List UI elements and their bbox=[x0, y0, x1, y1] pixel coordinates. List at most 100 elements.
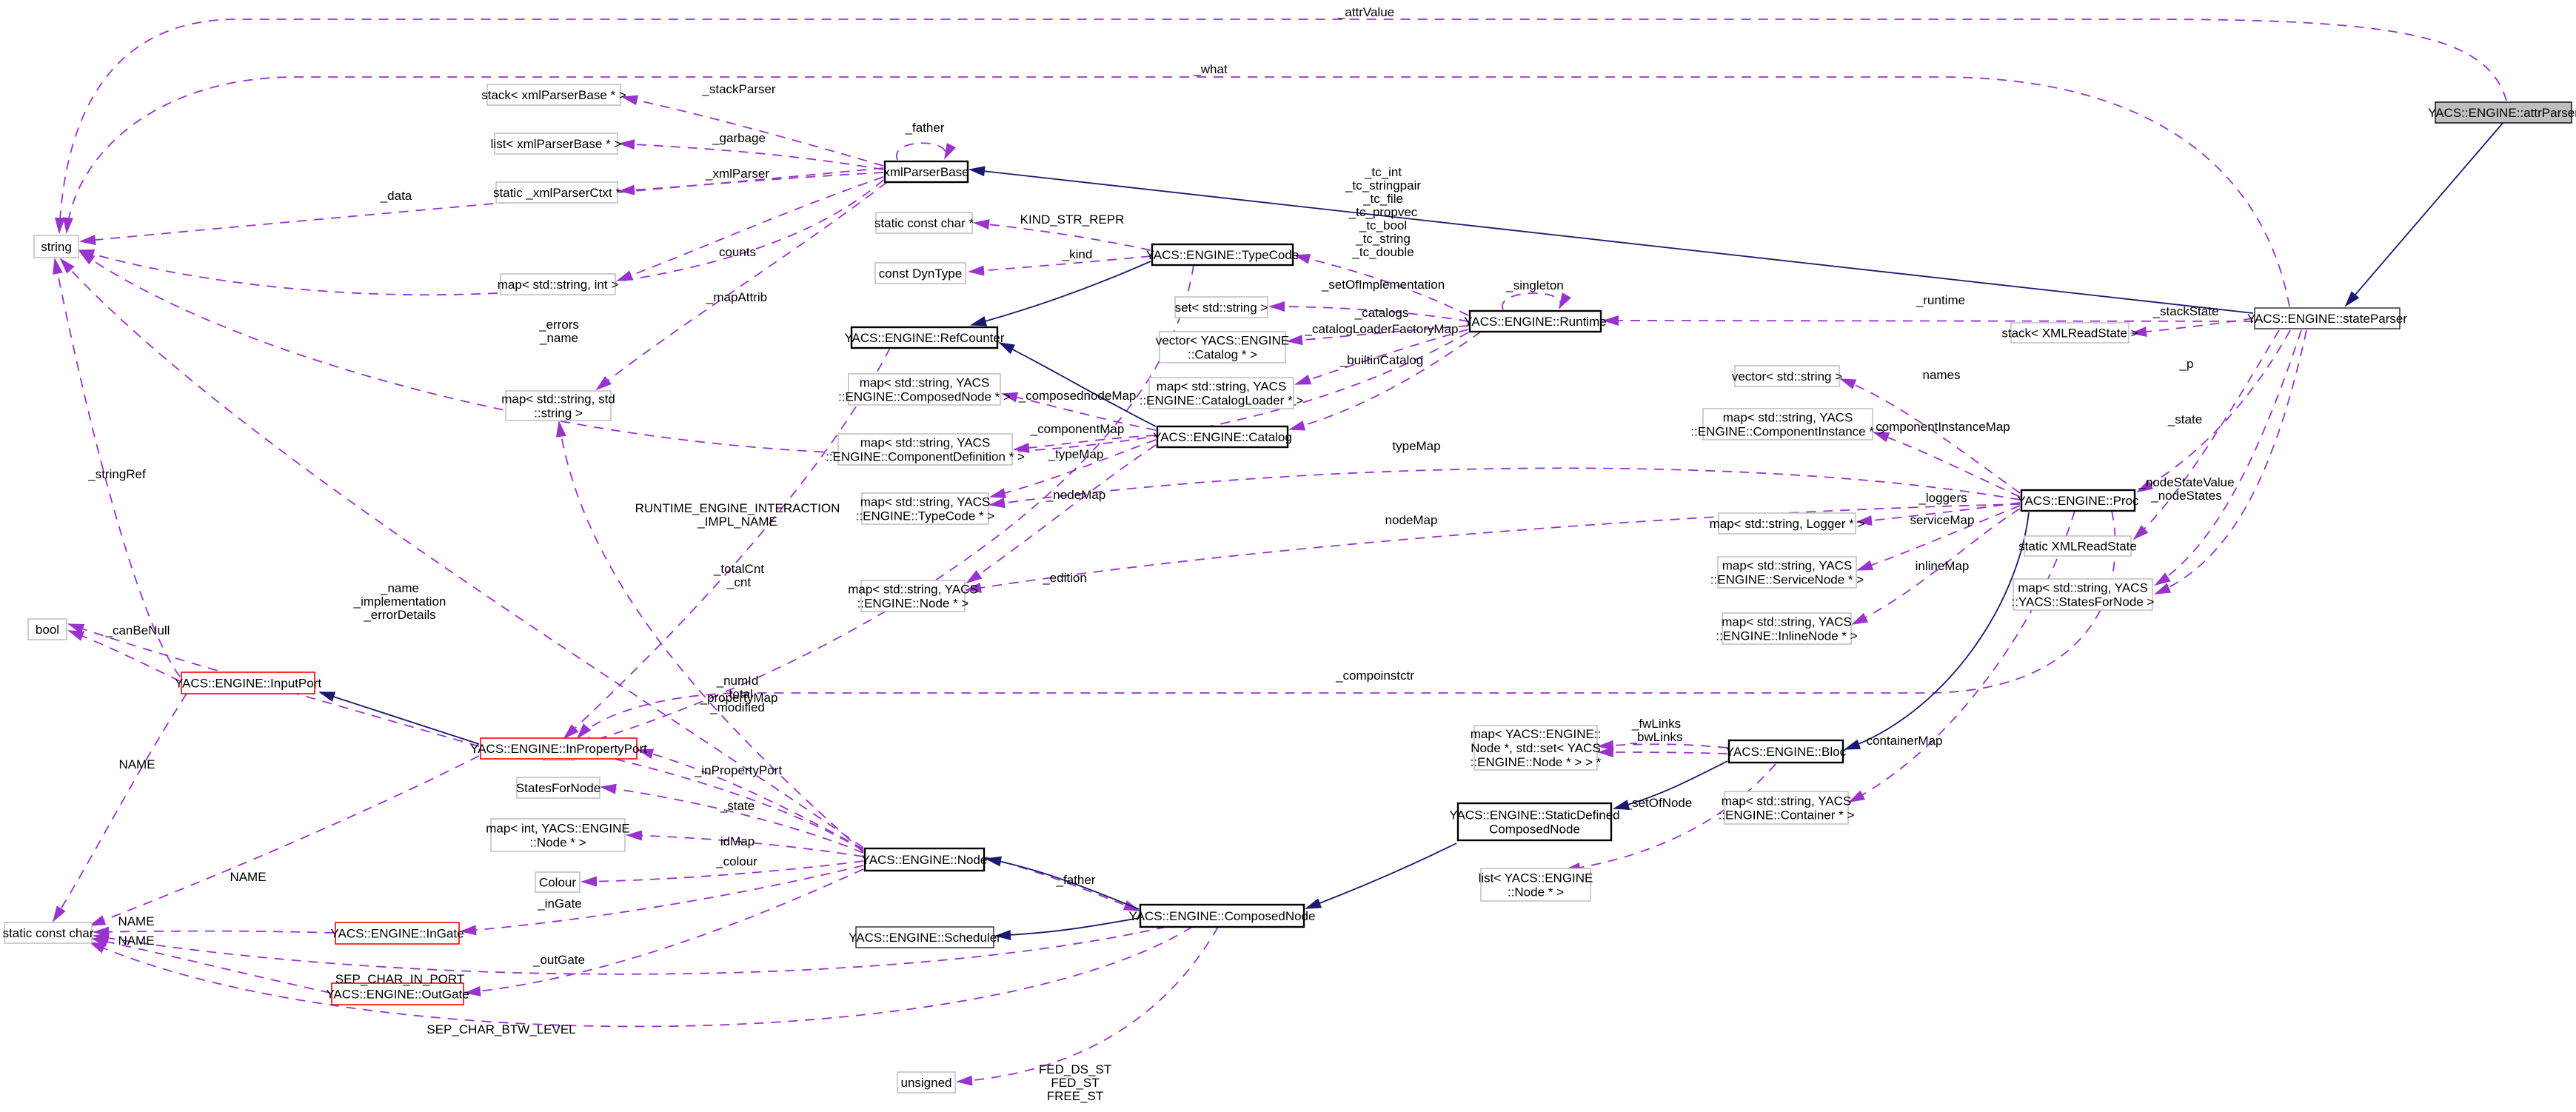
edge-catalog-mapnode bbox=[966, 444, 1157, 584]
class-box-catalog[interactable]: YACS::ENGINE::Catalog bbox=[1153, 425, 1292, 449]
edge-label-sep-char-btw-level: SEP_CHAR_BTW_LEVEL bbox=[426, 1022, 575, 1036]
edge-label-data: _data bbox=[380, 189, 412, 203]
edge-bloc-mapnodeset-fw bbox=[1597, 740, 1728, 751]
edges-layer bbox=[52, 19, 2507, 1086]
edge-label-componentinstancemap: componentInstanceMap bbox=[1876, 420, 2010, 434]
class-box-map-composednode-label: ::ENGINE::ComposedNode * > bbox=[838, 390, 1011, 404]
class-box-typecode[interactable]: YACS::ENGINE::TypeCode bbox=[1146, 243, 1299, 267]
edge-label-tc-group: _tc_bool bbox=[1359, 218, 1407, 232]
class-box-proc[interactable]: YACS::ENGINE::Proc bbox=[2017, 489, 2139, 512]
class-box-static-xmlreadstate-label: static XMLReadState bbox=[2018, 540, 2137, 554]
class-box-scheduler[interactable]: YACS::ENGINE::Scheduler bbox=[849, 926, 1001, 948]
class-box-map-catalogloader-label: map< std::string, YACS bbox=[1157, 380, 1287, 394]
class-box-set-string: set< std::string > bbox=[1174, 296, 1268, 318]
edge-runtime-typecode-tc bbox=[1294, 253, 1469, 316]
edge-catalog-mapcomponentdefinition bbox=[1013, 435, 1157, 453]
class-box-composednode[interactable]: YACS::ENGINE::ComposedNode bbox=[1129, 903, 1316, 928]
edge-composednode-unsigned-fed bbox=[956, 926, 1219, 1086]
class-box-outgate[interactable]: YACS::ENGINE::OutGate bbox=[326, 982, 469, 1005]
class-box-vector-string-label: vector< std::string > bbox=[1732, 369, 1842, 383]
class-box-map-componentinstance: map< std::string, YACS::ENGINE::Componen… bbox=[1690, 408, 1885, 441]
class-box-runtime[interactable]: YACS::ENGINE::Runtime bbox=[1464, 309, 1607, 333]
class-box-map-node-label: map< std::string, YACS bbox=[848, 583, 978, 597]
class-box-map-container-label: ::ENGINE::Container * > bbox=[1719, 808, 1855, 823]
class-box-node[interactable]: YACS::ENGINE::Node bbox=[862, 847, 988, 872]
class-box-map-catalogloader-label: ::ENGINE::CatalogLoader * > bbox=[1140, 394, 1304, 408]
class-box-stack-xmlparserbase-label: stack< xmlParserBase * > bbox=[481, 88, 626, 102]
class-box-attrparser[interactable]: YACS::ENGINE::attrParser bbox=[2428, 101, 2576, 124]
class-box-map-logger-label: map< std::string, Logger * > bbox=[1710, 517, 1865, 531]
edge-label-typemap-catalog: _typeMap bbox=[1048, 447, 1104, 461]
edge-ingate-staticconstchar bbox=[93, 926, 335, 937]
class-box-outgate-label: YACS::ENGINE::OutGate bbox=[326, 988, 469, 1002]
edge-inputport-bool-canbenull bbox=[67, 630, 181, 682]
edge-label-name-3: NAME bbox=[118, 914, 154, 928]
class-box-proc-label: YACS::ENGINE::Proc bbox=[2017, 494, 2139, 508]
edge-catalog-refcounter-inherit bbox=[998, 342, 1157, 427]
class-box-map-statesfornode: map< std::string, YACS::YACS::StatesForN… bbox=[2012, 578, 2155, 611]
edge-label-nodestatevalue-nodestates: _nodeStateValue bbox=[2138, 475, 2234, 489]
edge-proc-mapnode bbox=[965, 503, 2021, 593]
edge-label-containermap: containerMap bbox=[1866, 734, 1942, 748]
edge-label-singleton: _singleton bbox=[1505, 278, 1564, 292]
edge-label-runtime-engine-interaction: RUNTIME_ENGINE_INTERACTION bbox=[635, 501, 840, 515]
edge-attrparser-stateparser-inherit bbox=[2344, 121, 2505, 307]
edge-label-tc-group: _tc_stringpair bbox=[1345, 178, 1421, 192]
class-box-map-typecode: map< std::string, YACS::ENGINE::TypeCode… bbox=[856, 492, 995, 525]
class-box-bloc[interactable]: YACS::ENGINE::Bloc bbox=[1726, 739, 1847, 764]
class-box-inputport-label: YACS::ENGINE::InputPort bbox=[175, 677, 321, 691]
class-box-map-componentdefinition: map< std::string, YACS::ENGINE::Componen… bbox=[826, 433, 1025, 466]
class-box-list-node-label: ::Node * > bbox=[1508, 885, 1564, 900]
edge-typecode-refcounter-inherit bbox=[970, 261, 1151, 326]
edge-node-string-name bbox=[59, 258, 864, 848]
edge-label-father-self: _father bbox=[905, 121, 945, 135]
class-box-xmlparserbase[interactable]: xmlParserBase bbox=[883, 160, 969, 184]
class-box-colour: Colour bbox=[535, 871, 581, 893]
edge-composednode-staticconstchar-btwlevel bbox=[89, 926, 1193, 1028]
class-box-map-string-int: map< std::string, int > bbox=[498, 273, 619, 295]
class-box-map-container: map< std::string, YACS::ENGINE::Containe… bbox=[1719, 791, 1855, 825]
edge-composednode-node-inherit bbox=[985, 856, 1140, 910]
class-box-map-string-int-label: map< std::string, int > bbox=[498, 278, 619, 292]
class-box-map-node-set-label: Node *, std::set< YACS bbox=[1471, 741, 1601, 755]
edge-label-runtime-engine-interaction: _IMPL_NAME bbox=[697, 515, 777, 529]
class-box-static-const-char: static const char bbox=[3, 922, 94, 944]
class-box-map-string-string-label: map< std::string, std bbox=[501, 392, 615, 406]
edge-label-propertymap: _propertyMap bbox=[700, 691, 778, 705]
class-box-ingate[interactable]: YACS::ENGINE::InGate bbox=[330, 922, 464, 945]
edge-label-errors-name: _errors bbox=[538, 318, 579, 332]
edge-xmlparserbase-mapstringstring bbox=[595, 181, 888, 391]
edge-labels-layer: _attrValue_what_stackParser_garbage_xmlP… bbox=[87, 5, 2234, 1103]
class-box-typecode-label: YACS::ENGINE::TypeCode bbox=[1146, 248, 1299, 262]
edge-proc-maptypecode bbox=[988, 467, 2021, 509]
class-box-staticdefinedcomposednode-label: ComposedNode bbox=[1489, 823, 1580, 837]
class-box-refcounter[interactable]: YACS::ENGINE::RefCounter bbox=[844, 326, 1005, 349]
class-box-inpropertyport[interactable]: YACS::ENGINE::InPropertyPort bbox=[470, 737, 647, 760]
class-box-inputport[interactable]: YACS::ENGINE::InputPort bbox=[175, 671, 321, 694]
class-box-map-int-node-label: map< int, YACS::ENGINE bbox=[486, 822, 629, 836]
edge-stateparser-mapstatesfornode-2 bbox=[2154, 329, 2307, 594]
edge-stateparser-stackxmlreadstate bbox=[2130, 318, 2254, 338]
edge-catalog-mapcomposednode bbox=[1001, 392, 1157, 431]
edge-label-fed-group: FREE_ST bbox=[1047, 1089, 1104, 1103]
edge-label-name-implementation-errordetails: _errorDetails bbox=[363, 608, 435, 622]
edge-label-servicemap: serviceMap bbox=[1910, 513, 1975, 527]
class-box-map-componentinstance-label: map< std::string, YACS bbox=[1723, 411, 1853, 425]
class-box-set-string-label: set< std::string > bbox=[1175, 301, 1268, 315]
class-box-bool: bool bbox=[27, 618, 67, 640]
edge-label-builtincatalog: _builtinCatalog bbox=[1339, 353, 1423, 367]
edge-label-xmlparser: _xmlParser bbox=[705, 167, 769, 181]
edge-xmlparserbase-string-errors bbox=[78, 179, 884, 296]
edge-label-kind: _kind bbox=[1062, 247, 1093, 261]
edge-proc-mapcontainer bbox=[1848, 510, 2075, 803]
class-box-stateparser[interactable]: YACS::ENGINE::stateParser bbox=[2247, 307, 2407, 329]
class-box-unsigned-label: unsigned bbox=[900, 1076, 951, 1090]
edge-xmlparserbase-mapstringint bbox=[616, 176, 884, 281]
edge-stateparser-mapstatesfornode-1 bbox=[2154, 329, 2302, 586]
edge-label-sep-char-in-port: SEP_CHAR_IN_PORT bbox=[335, 972, 464, 986]
class-box-map-statesfornode-label: ::YACS::StatesForNode > bbox=[2012, 595, 2155, 609]
class-box-map-typecode-label: ::ENGINE::TypeCode * > bbox=[856, 509, 995, 523]
class-box-vector-catalog: vector< YACS::ENGINE::Catalog * > bbox=[1156, 331, 1289, 364]
